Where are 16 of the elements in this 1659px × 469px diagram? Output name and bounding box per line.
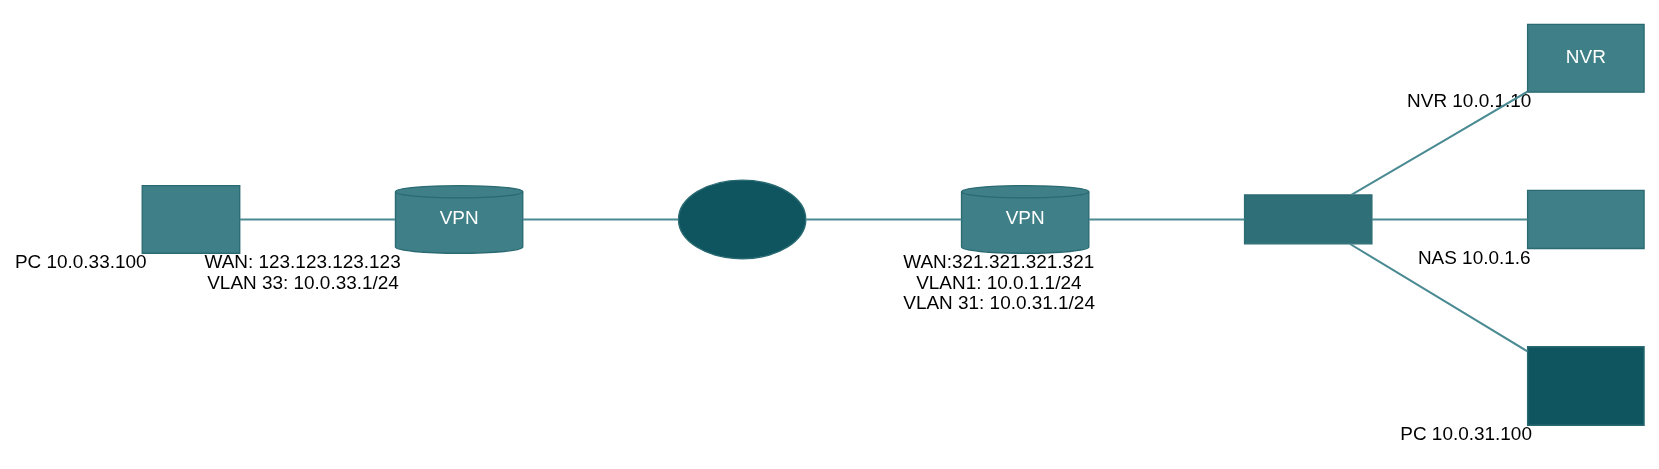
connector <box>806 217 962 220</box>
node-box <box>1526 189 1645 249</box>
node-box <box>1526 345 1645 426</box>
node-label: PC 10.0.31.100 <box>1400 422 1532 444</box>
node-box <box>1243 193 1373 244</box>
node-label: PC 10.0.33.100 <box>14 250 147 272</box>
node-label: NAS 10.0.1.6 <box>1417 246 1531 268</box>
node-box <box>141 184 241 254</box>
connector <box>1349 242 1529 352</box>
connector <box>1350 90 1528 196</box>
node-cloud <box>677 178 807 259</box>
connector <box>1089 217 1245 220</box>
node-box: NVR <box>1526 23 1645 93</box>
connector <box>239 217 396 220</box>
connector <box>523 217 679 220</box>
connector <box>1371 217 1528 220</box>
